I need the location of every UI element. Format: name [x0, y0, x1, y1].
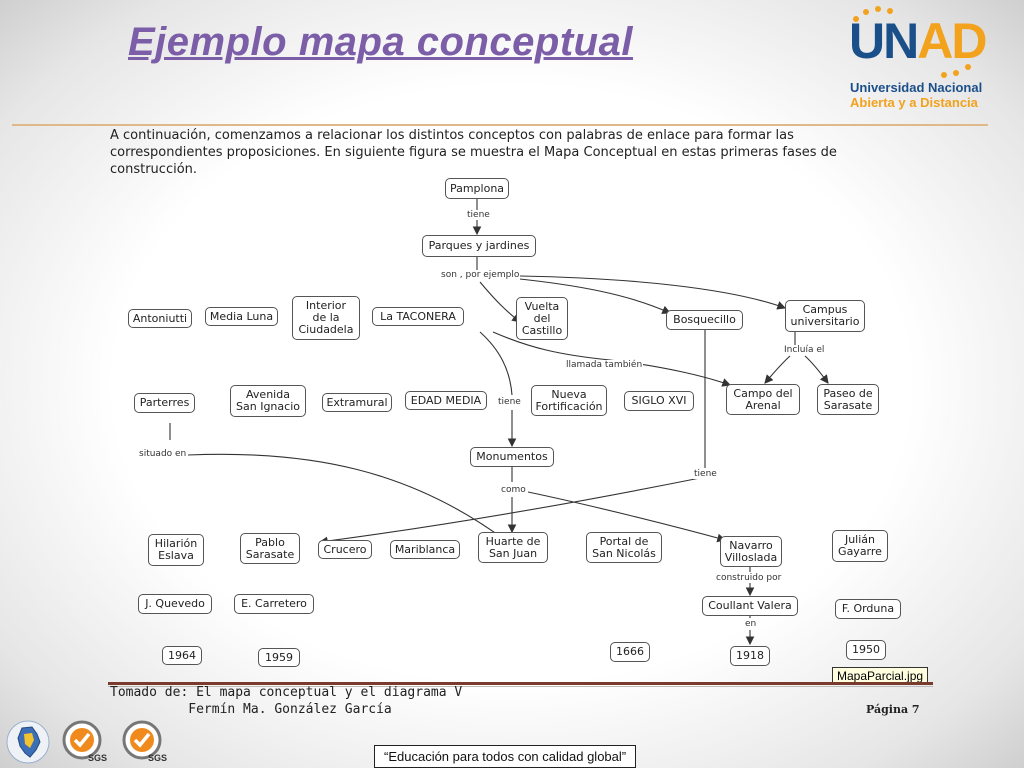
edge-incluia-campo [764, 355, 791, 384]
unad-logo: UNAD Universidad Nacional Abierta y a Di… [845, 6, 995, 114]
edge-situado-huarte [187, 453, 506, 541]
intro-paragraph: A continuación, comenzamos a relacionar … [110, 128, 837, 177]
logo-subtitle-2: Abierta y a Distancia [850, 95, 978, 110]
node-antoniutti: Antoniutti [128, 309, 192, 328]
node-hilarion-eslava: Hilarión Eslava [148, 534, 204, 566]
node-portal-san-nicolas: Portal de San Nicolás [586, 532, 662, 563]
node-bosquecillo: Bosquecillo [666, 310, 743, 330]
node-extramural: Extramural [322, 393, 392, 412]
edge-como-navarro [527, 491, 727, 543]
node-year-1666: 1666 [610, 642, 650, 662]
link-tiene-2: tiene [497, 397, 522, 407]
footer-rule [108, 682, 933, 685]
title-divider [12, 124, 988, 126]
logo-wordmark: UNAD [849, 13, 987, 69]
edge-son-bosquecillo [509, 277, 672, 314]
link-tiene-1: tiene [466, 210, 491, 220]
node-e-carretero: E. Carretero [234, 594, 314, 614]
slide-title: Ejemplo mapa conceptual [128, 20, 633, 64]
edge-taconera-tiene [479, 331, 513, 396]
node-parterres: Parterres [134, 393, 195, 413]
node-campus-universitario: Campus universitario [785, 300, 865, 332]
link-son-por-ejemplo: son , por ejemplo [440, 270, 521, 280]
logo-letter-u: U [849, 13, 885, 69]
colombia-map-icon [6, 720, 50, 764]
node-siglo-xvi: SIGLO XVI [624, 391, 694, 411]
source-line-1: Tomado de: El mapa conceptual y el diagr… [110, 685, 463, 700]
logo-letter-n: N [883, 13, 919, 69]
edge-son-vuelta [479, 281, 521, 323]
node-edad-media: EDAD MEDIA [405, 391, 487, 410]
node-interior-ciudadela: Interior de la Ciudadela [292, 296, 360, 340]
sgs-label: SGS [148, 753, 168, 763]
logo-letter-d: D [951, 13, 987, 69]
node-huarte-san-juan: Huarte de San Juan [478, 532, 548, 563]
slogan-box: “Educación para todos con calidad global… [374, 745, 637, 768]
concept-map-connectors [169, 199, 829, 646]
page-number: Página 7 [866, 703, 920, 716]
node-parques: Parques y jardines [422, 235, 536, 257]
node-pamplona: Pamplona [445, 178, 509, 199]
node-media-luna: Media Luna [205, 307, 278, 326]
link-en: en [744, 619, 758, 629]
node-navarro-villoslada: Navarro Villoslada [720, 536, 782, 567]
link-como: como [500, 485, 527, 495]
footer-rule-thin [108, 686, 933, 687]
logo-letter-a: A [917, 13, 953, 69]
node-monumentos: Monumentos [470, 447, 554, 467]
edge-tiene-crucero [318, 477, 701, 546]
node-pablo-sarasate: Pablo Sarasate [240, 533, 300, 564]
node-crucero: Crucero [318, 540, 372, 559]
logo-dot [941, 72, 947, 78]
node-campo-arenal: Campo del Arenal [726, 384, 800, 415]
node-year-1964: 1964 [162, 646, 202, 665]
node-mariblanca: Mariblanca [390, 540, 460, 559]
sgs-certification-badge-2: SGS [120, 720, 168, 764]
sgs-check-icon [122, 720, 162, 760]
node-paseo-sarasate: Paseo de Sarasate [817, 384, 879, 415]
logo-dot [953, 70, 959, 76]
logo-dot [863, 9, 869, 15]
node-year-1918: 1918 [730, 646, 770, 666]
link-llamada-tambien: llamada también [565, 360, 644, 370]
node-j-quevedo: J. Quevedo [138, 594, 212, 614]
logo-dot [853, 16, 859, 22]
concept-map: Pamplona tiene Parques y jardines son , … [110, 170, 940, 685]
node-avenida-san-ignacio: Avenida San Ignacio [230, 385, 306, 417]
sgs-label: SGS [88, 753, 108, 763]
sgs-certification-badge-1: SGS [60, 720, 108, 764]
logo-dot [875, 6, 881, 12]
link-tiene-3: tiene [693, 469, 718, 479]
link-situado-en: situado en [138, 449, 188, 459]
sgs-check-icon [62, 720, 102, 760]
node-year-1959: 1959 [258, 648, 300, 667]
logo-subtitle-1: Universidad Nacional [850, 80, 983, 95]
logo-dot [965, 64, 971, 70]
link-incluia-el: Incluía el [783, 345, 826, 355]
image-filename-label: MapaParcial.jpg [832, 667, 929, 685]
logo-dot [887, 8, 893, 14]
node-coullant-valera: Coullant Valera [702, 596, 798, 616]
source-line-2: Fermín Ma. González García [110, 702, 392, 717]
edge-son-campus [519, 275, 787, 310]
node-la-taconera: La TACONERA [372, 307, 464, 326]
node-vuelta-castillo: Vuelta del Castillo [516, 297, 568, 340]
node-f-orduna: F. Orduna [835, 599, 901, 619]
link-construido-por: construido por [715, 573, 783, 583]
node-julian-gayarre: Julián Gayarre [832, 530, 888, 562]
node-nueva-fortificacion: Nueva Fortificación [531, 385, 607, 416]
node-year-1950: 1950 [846, 640, 886, 660]
edge-incluia-paseo [804, 355, 829, 384]
